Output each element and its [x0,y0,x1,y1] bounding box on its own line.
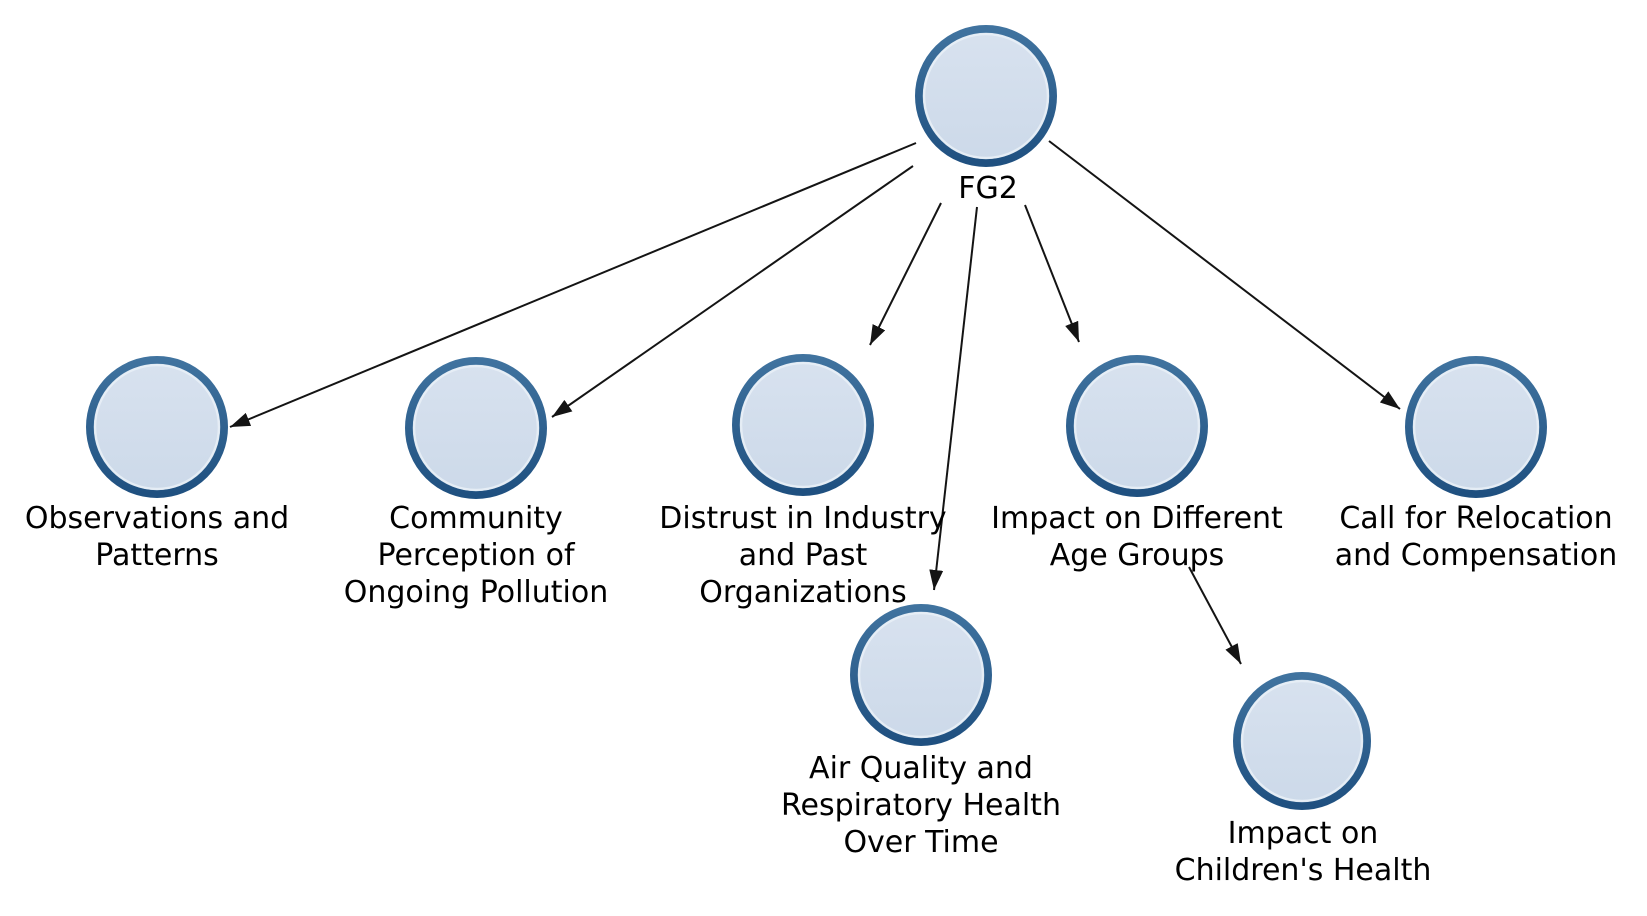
node-label-line: Respiratory Health [781,788,1061,823]
node-inner-ring-air-quality [857,611,985,739]
node-circle-call-relocation[interactable] [1405,356,1547,498]
node-circle-distrust-industry[interactable] [732,354,874,496]
node-circle-observations-patterns[interactable] [86,356,228,498]
node-inner-ring-impact-childrens-health [1240,679,1364,803]
node-circle-community-perception[interactable] [405,357,547,499]
edge-fg2-to-observations-patterns [229,142,917,428]
edge-fg2-to-distrust-industry [869,202,942,346]
node-label-line: Air Quality and [809,751,1033,786]
node-label-line: Perception of [377,538,576,573]
node-inner-ring-impact-age-groups [1073,362,1201,490]
node-fg2[interactable]: FG2 [915,25,1057,206]
node-circle-fg2[interactable] [915,25,1057,167]
node-label-line: and Past [739,538,868,573]
node-label-line: Patterns [95,538,219,573]
edge-fg2-to-impact-age-groups [1024,204,1080,343]
edge-fg2-to-community-perception [551,165,914,418]
node-inner-ring-observations-patterns [93,363,221,491]
edge-fg2-to-call-relocation [1048,140,1401,410]
edge-impact-age-groups-to-impact-childrens-health [1188,566,1242,665]
node-label-line: Impact on Different [991,501,1283,536]
node-circle-air-quality[interactable] [850,604,992,746]
node-inner-ring-community-perception [412,364,540,492]
node-inner-ring-call-relocation [1412,363,1540,491]
node-inner-ring-distrust-industry [739,361,867,489]
node-label-line: Impact on [1228,816,1379,851]
node-label-line: Call for Relocation [1339,501,1612,536]
node-label-line: FG2 [958,171,1018,206]
node-label-line: Distrust in Industry [659,501,946,536]
node-label-line: Organizations [699,575,906,610]
node-label-line: Age Groups [1050,538,1225,573]
node-label-line: Ongoing Pollution [344,575,608,610]
node-label-line: Observations and [25,501,289,536]
node-label-line: Over Time [843,825,998,860]
node-inner-ring-fg2 [922,32,1050,160]
node-circle-impact-childrens-health[interactable] [1233,672,1371,810]
node-label-line: and Compensation [1335,538,1618,573]
node-label-fg2: FG2 [958,171,1018,206]
node-circle-impact-age-groups[interactable] [1066,355,1208,497]
edge-fg2-to-air-quality [929,206,978,591]
node-label-line: Community [389,501,563,536]
node-label-line: Children's Health [1175,853,1432,888]
